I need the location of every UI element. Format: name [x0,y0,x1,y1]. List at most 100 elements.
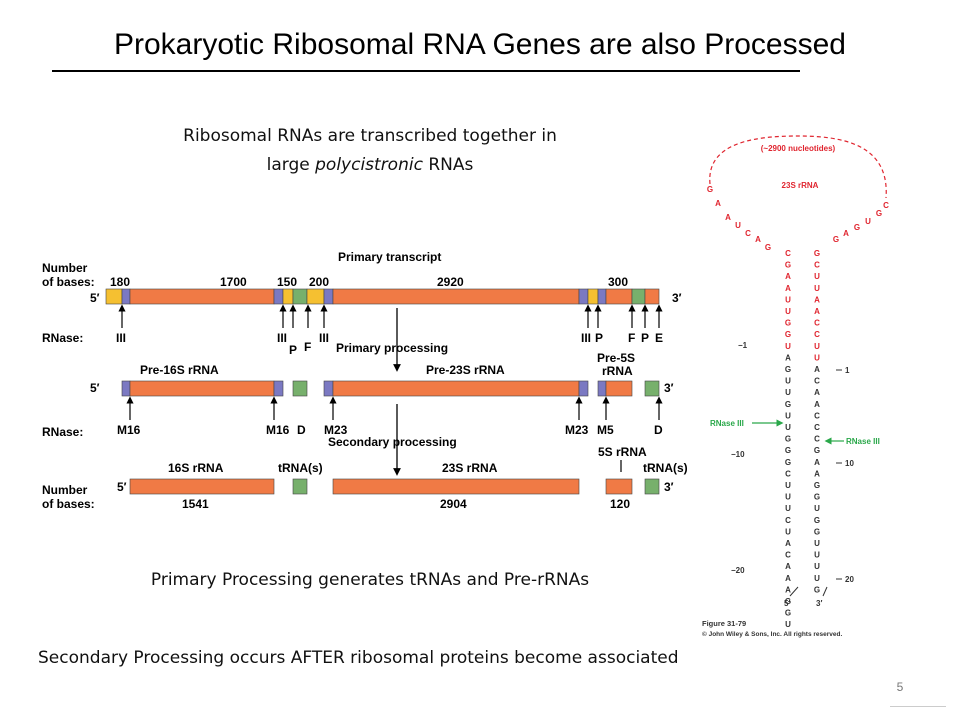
mature-5s-label: 5S rRNA [598,445,647,459]
primary-processing-label: Primary processing [336,341,448,355]
stem-nucleotide-left: A [785,284,791,293]
stem-nucleotide-right: U [814,504,820,513]
base-count-120: 120 [610,497,630,511]
pre-5s-label: Pre-5S [597,351,635,365]
loop-nucleotide-left: A [715,199,721,208]
stem-nucleotide-right: G [814,516,820,525]
stem-nucleotide-left: U [785,527,791,536]
stem-nucleotide-right: A [814,388,820,397]
stem-nucleotide-left: G [785,400,791,409]
hairpin-loop-dashes [709,135,887,199]
stem-nucleotide-right: U [814,551,820,560]
hairpin-three-prime: 3′ [816,599,822,608]
stem-nucleotide-right: C [814,330,820,339]
page-number: 5 [896,680,904,694]
loop-nucleotide-left: U [735,221,741,230]
rnase-m23-1: M23 [324,423,348,437]
rnase-f-2: F [628,331,635,345]
stem-nucleotide-left: U [785,423,791,432]
rnase-iii-label-left: RNase III [710,419,744,428]
position-minus-1: −1 [738,341,748,350]
loop-nucleotide-left: A [725,213,731,222]
loop-nucleotide-right: G [854,223,860,232]
loop-nucleotide-right: G [876,209,882,218]
stem-nucleotide-left: U [785,493,791,502]
loop-nucleotides-label: (~2900 nucleotides) [761,144,836,153]
stem-nucleotide-right: U [814,342,820,351]
stem-nucleotide-left: G [785,597,791,606]
stem-nucleotide-left: C [785,469,791,478]
stem-nucleotide-left: C [785,249,791,258]
stem-nucleotide-left: G [785,458,791,467]
stem-nucleotide-left: U [785,620,791,629]
loop-nucleotide-left: C [745,229,751,238]
stem-nucleotide-left: U [785,504,791,513]
rnase-m5: M5 [597,423,614,437]
figure-caption: Figure 31-79 [702,619,746,628]
position-plus-20: 20 [845,575,854,584]
number-of-bases-label-3: Number [42,483,88,497]
rnase-label-2: RNase: [42,425,83,439]
processing-diagram: Primary transcript Number of bases: 180 … [42,250,688,511]
stem-nucleotide-right: U [814,539,820,548]
stem-nucleotide-left: G [785,365,791,374]
position-plus-1: 1 [845,366,850,375]
figure-copyright: © John Wiley & Sons, Inc. All rights res… [702,630,842,638]
rnase-iii-4: III [581,331,591,345]
stem-nucleotide-left: G [785,435,791,444]
caption-bottom: Secondary Processing occurs AFTER riboso… [38,648,679,668]
hairpin-nucleotides: GAAUCAGGAGUGCCGAAUUGGUGCUUAACCUUAGUUGUUG… [707,185,889,629]
mature-16s-label: 16S rRNA [168,461,224,475]
three-prime-2: 3′ [664,381,674,395]
stem-nucleotide-left: G [785,330,791,339]
stem-nucleotide-right: C [814,435,820,444]
rnase-e: E [655,331,663,345]
rnase-iii-3: III [319,331,329,345]
loop-nucleotide-right: A [843,229,849,238]
stem-nucleotide-right: U [814,562,820,571]
secondary-cleavage-arrows [126,396,663,420]
five-prime-1: 5′ [90,291,100,305]
base-count-2920: 2920 [437,275,464,289]
caption-middle: Primary Processing generates tRNAs and P… [150,570,590,590]
strand-end-left [789,586,799,597]
stem-nucleotide-left: A [785,353,791,362]
stem-nucleotide-right: A [814,307,820,316]
rnase-label-1: RNase: [42,331,83,345]
stem-nucleotide-right: A [814,458,820,467]
primary-transcript-bar [105,288,660,305]
stem-nucleotide-right: A [814,295,820,304]
rnase-p-1: P [289,343,297,357]
strand-end-right [822,586,828,597]
base-count-2904: 2904 [440,497,467,511]
stem-nucleotide-left: U [785,377,791,386]
position-minus-20: −20 [731,566,745,575]
pre-5s-rrna-label: rRNA [602,364,633,378]
title-underline [52,70,800,72]
hairpin-figure: (~2900 nucleotides) 23S rRNA GAAUCAGGAGU… [702,135,889,638]
stem-nucleotide-left: U [785,342,791,351]
base-count-150: 150 [277,275,297,289]
primary-cleavage-arrows [118,304,663,328]
mature-23s-label: 23S rRNA [442,461,498,475]
base-count-200: 200 [309,275,329,289]
five-prime-2: 5′ [90,381,100,395]
loop-nucleotide-left: G [765,243,771,252]
stem-nucleotide-left: U [785,307,791,316]
stem-nucleotide-right: U [814,284,820,293]
stem-nucleotide-right: C [814,377,820,386]
rnase-p-3: P [641,331,649,345]
number-of-bases-label-1: Number [42,261,88,275]
stem-nucleotide-right: G [814,249,820,258]
stem-nucleotide-right: G [814,446,820,455]
three-prime-3: 3′ [664,480,674,494]
mature-trna-label-2: tRNA(s) [643,461,688,475]
stem-nucleotide-right: C [814,319,820,328]
number-of-bases-label-4: of bases: [42,497,95,511]
stem-nucleotide-right: A [814,400,820,409]
base-count-1541: 1541 [182,497,209,511]
slide-title: Prokaryotic Ribosomal RNA Genes are also… [114,28,846,61]
rnase-iii-1: III [116,331,126,345]
stem-nucleotide-left: G [785,446,791,455]
loop-nucleotide-left: A [755,235,761,244]
